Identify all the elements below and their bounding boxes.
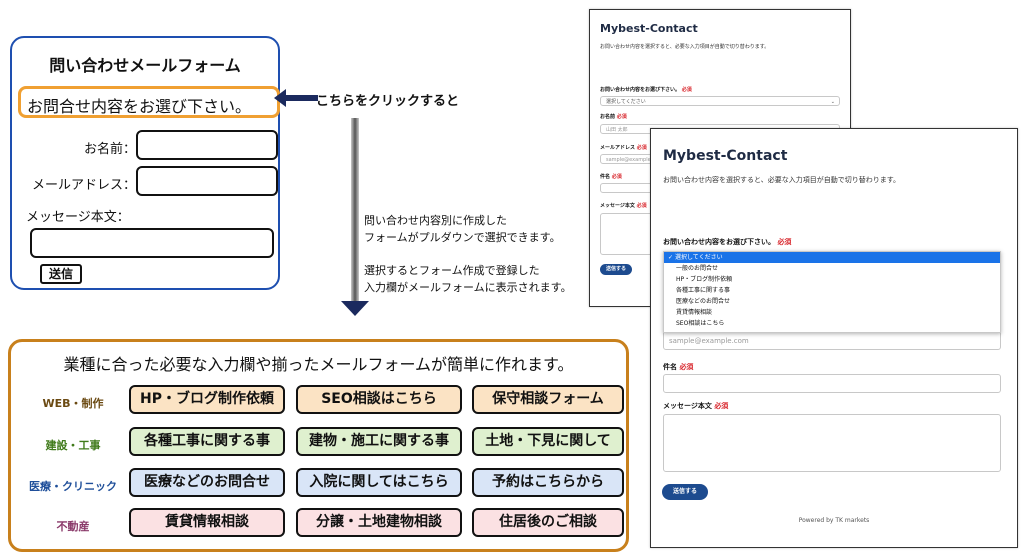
message-textarea[interactable] — [663, 414, 1001, 472]
message-label: メッセージ本文 必須 — [663, 402, 729, 410]
name-input[interactable] — [136, 130, 278, 160]
submit-button[interactable]: 送信する — [600, 264, 632, 275]
industry-title: 業種に合った必要な入力欄や揃ったメールフォームが簡単に作れます。 — [63, 355, 574, 374]
required-badge: 必須 — [611, 174, 622, 180]
form-chip[interactable]: 入院に関してはこちら — [296, 468, 462, 497]
simple-mail-form: 問い合わせメールフォーム お問合せ内容をお選び下さい。 お名前： メールアドレス… — [10, 36, 280, 290]
dropdown-option[interactable]: 各種工事に関する事 — [676, 287, 731, 294]
inquiry-label: お問い合わせ内容をお選び下さい。 必須 — [663, 238, 792, 246]
email-input[interactable] — [136, 166, 278, 196]
required-badge: 必須 — [777, 238, 792, 246]
required-badge: 必須 — [636, 145, 647, 151]
form-chip[interactable]: 分譲・土地建物相談 — [296, 508, 462, 537]
inquiry-type-select[interactable]: お問合せ内容をお選び下さい。 — [18, 86, 280, 118]
description-block-1: 問い合わせ内容別に作成した フォームがプルダウンで選択できます。 — [364, 212, 561, 246]
description-line: 問い合わせ内容別に作成した — [364, 214, 507, 227]
category-real-estate: 不動産 — [56, 520, 90, 533]
description-line: 選択するとフォーム作成で登録した — [364, 264, 540, 277]
message-label: メッセージ本文： — [26, 210, 130, 225]
form-chip[interactable]: 土地・下見に関して — [472, 427, 624, 456]
dropdown-option[interactable]: SEO相談はこちら — [676, 320, 725, 327]
dropdown-option[interactable]: 医療などのお問合せ — [676, 298, 731, 305]
industry-templates-box: 業種に合った必要な入力欄や揃ったメールフォームが簡単に作れます。 WEB・制作 … — [8, 339, 629, 552]
message-input[interactable] — [30, 228, 274, 258]
email-label: メールアドレス 必須 — [600, 145, 647, 151]
email-label: メールアドレス： — [31, 178, 136, 193]
category-construction: 建設・工事 — [45, 439, 101, 452]
submit-button[interactable]: 送信 — [40, 264, 82, 284]
description-line: 入力欄がメールフォームに表示されます。 — [364, 281, 572, 294]
form-chip[interactable]: SEO相談はこちら — [296, 385, 462, 414]
required-badge: 必須 — [681, 87, 692, 93]
dropdown-option[interactable]: HP・ブログ制作依頼 — [676, 276, 733, 283]
contact-form-screenshot-front: Mybest-Contact お問い合わせ内容を選択すると、必要な入力項目が自動… — [650, 128, 1018, 548]
form-title: Mybest-Contact — [663, 148, 788, 164]
form-chip[interactable]: 保守相談フォーム — [472, 385, 624, 414]
inquiry-label: お問い合わせ内容をお選び下さい。 必須 — [600, 87, 692, 93]
category-medical: 医療・クリニック — [29, 480, 117, 493]
inquiry-dropdown[interactable]: ✓ 選択してください 一般のお問合せ HP・ブログ制作依頼 各種工事に関する事 … — [663, 251, 1001, 333]
form-chip[interactable]: 住居後のご相談 — [472, 508, 624, 537]
submit-button[interactable]: 送信する — [662, 484, 708, 500]
dropdown-option[interactable]: ✓ 選択してください — [664, 252, 1000, 263]
subject-input[interactable] — [663, 374, 1001, 393]
chevron-down-icon: ⌄ — [830, 99, 835, 105]
required-badge: 必須 — [616, 114, 627, 120]
arrow-down-icon — [341, 118, 369, 316]
checkmark-icon: ✓ — [668, 254, 674, 261]
name-label: お名前： — [83, 142, 136, 157]
form-chip[interactable]: 各種工事に関する事 — [129, 427, 285, 456]
form-chip[interactable]: 建物・施工に関する事 — [296, 427, 462, 456]
email-input[interactable]: sample@example.com — [663, 331, 1001, 350]
message-label: メッセージ本文 必須 — [600, 203, 647, 209]
arrow-left-icon — [274, 89, 318, 107]
form-chip[interactable]: 医療などのお問合せ — [129, 468, 285, 497]
required-badge: 必須 — [679, 363, 694, 371]
required-badge: 必須 — [636, 203, 647, 209]
powered-by-footer: Powered by TK markets — [798, 517, 870, 524]
form-chip[interactable]: 賃貸情報相談 — [129, 508, 285, 537]
subject-label: 件名 必須 — [663, 363, 694, 371]
click-note: こちらをクリックすると — [316, 94, 460, 109]
name-label: お名前 必須 — [600, 114, 627, 120]
form-title: Mybest-Contact — [600, 22, 698, 35]
description-line: フォームがプルダウンで選択できます。 — [364, 231, 561, 244]
select-value: 選択してください — [606, 99, 646, 105]
inquiry-select[interactable]: 選択してください ⌄ — [600, 96, 840, 106]
form-chip[interactable]: 予約はこちらから — [472, 468, 624, 497]
subject-label: 件名 必須 — [600, 174, 622, 180]
form-description: お問い合わせ内容を選択すると、必要な入力項目が自動で切り替わります。 — [663, 176, 901, 184]
dropdown-option[interactable]: 一般のお問合せ — [676, 265, 719, 272]
form-chip[interactable]: HP・ブログ制作依頼 — [129, 385, 285, 414]
dropdown-option[interactable]: 賃貸情報相談 — [676, 309, 713, 316]
category-web: WEB・制作 — [42, 397, 104, 410]
form-title: 問い合わせメールフォーム — [49, 56, 241, 75]
required-badge: 必須 — [714, 402, 729, 410]
form-description: お問い合わせ内容を選択すると、必要な入力項目が自動で切り替わります。 — [600, 44, 770, 50]
description-block-2: 選択するとフォーム作成で登録した 入力欄がメールフォームに表示されます。 — [364, 262, 572, 296]
